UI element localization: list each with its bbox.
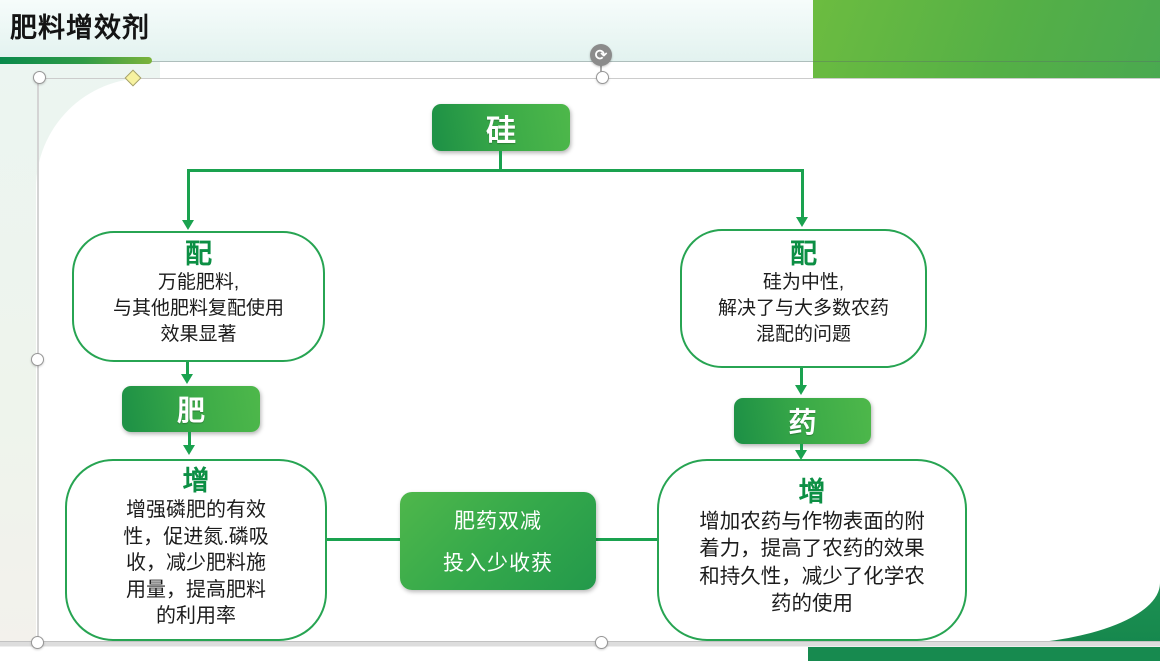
arrowhead-right-branch bbox=[796, 217, 808, 227]
title-underline-bar bbox=[0, 57, 152, 64]
arrowhead-yao-zeng bbox=[795, 450, 807, 460]
header-divider-line bbox=[0, 61, 1160, 62]
selection-handle-bottom-center[interactable] bbox=[595, 636, 608, 649]
arrowhead-left-branch bbox=[182, 220, 194, 230]
rotate-handle-icon[interactable]: ⟳ bbox=[590, 44, 612, 66]
shape-left-pei-title: 配 bbox=[185, 239, 212, 269]
slide-title[interactable]: 肥料增效剂 bbox=[10, 13, 150, 43]
grass-image-top-right bbox=[813, 0, 1160, 80]
selection-border-bottom bbox=[0, 641, 1160, 647]
shape-left-pei[interactable]: 配 万能肥料, 与其他肥料复配使用 效果显著 bbox=[72, 231, 325, 362]
shape-center-summary[interactable]: 肥药双减 投入少收获 bbox=[400, 492, 596, 590]
grass-image-bottom-band bbox=[808, 645, 1160, 661]
center-summary-line1: 肥药双减 bbox=[454, 509, 542, 533]
shape-pesticide-label: 药 bbox=[788, 407, 817, 438]
shape-left-zeng[interactable]: 增 增强磷肥的有效 性，促进氮.磷吸 收，减少肥料施 用量，提高肥料 的利用率 bbox=[65, 459, 327, 641]
connector-left-branch bbox=[187, 169, 190, 221]
shape-left-pei-body: 万能肥料, 与其他肥料复配使用 效果显著 bbox=[112, 272, 284, 346]
shape-right-zeng-body: 增加农药与作物表面的附 着力，提高了农药的效果 和持久性，减少了化学农 药的使用 bbox=[699, 510, 925, 615]
selection-handle-top-left[interactable] bbox=[33, 71, 46, 84]
shape-root-label: 硅 bbox=[486, 114, 516, 148]
connector-center-rightzeng bbox=[596, 538, 657, 541]
connector-branch-horizontal bbox=[187, 169, 804, 172]
shape-fertilizer-label: 肥 bbox=[176, 395, 205, 426]
shape-right-zeng[interactable]: 增 增加农药与作物表面的附 着力，提高了农药的效果 和持久性，减少了化学农 药的… bbox=[657, 459, 967, 641]
arrowhead-leftpei-fei bbox=[181, 374, 193, 384]
selection-handle-middle-left[interactable] bbox=[31, 353, 44, 366]
shape-right-pei-title: 配 bbox=[790, 239, 817, 269]
shape-pesticide[interactable]: 药 bbox=[734, 398, 871, 444]
connector-leftzeng-center bbox=[327, 538, 400, 541]
connector-fei-zeng bbox=[188, 432, 191, 446]
connector-root-stem bbox=[499, 151, 502, 170]
shape-right-pei[interactable]: 配 硅为中性, 解决了与大多数农药 混配的问题 bbox=[680, 229, 927, 368]
connector-leftpei-fei bbox=[186, 362, 189, 375]
arrowhead-rightpei-yao bbox=[795, 385, 807, 395]
arrowhead-fei-zeng bbox=[183, 445, 195, 455]
selection-handle-bottom-left[interactable] bbox=[31, 636, 44, 649]
shape-left-zeng-title: 增 bbox=[182, 466, 210, 496]
center-summary-line2: 投入少收获 bbox=[443, 552, 553, 576]
shape-root-silicon[interactable]: 硅 bbox=[432, 104, 570, 151]
shape-left-zeng-body: 增强磷肥的有效 性，促进氮.磷吸 收，减少肥料施 用量，提高肥料 的利用率 bbox=[123, 499, 269, 628]
shape-right-zeng-title: 增 bbox=[798, 477, 826, 507]
connector-rightpei-yao bbox=[800, 368, 803, 386]
shape-right-pei-body: 硅为中性, 解决了与大多数农药 混配的问题 bbox=[717, 272, 889, 346]
rotate-handle-stem bbox=[600, 65, 602, 75]
shape-fertilizer[interactable]: 肥 bbox=[122, 386, 260, 432]
connector-yao-zeng bbox=[800, 444, 803, 451]
connector-right-branch bbox=[801, 169, 804, 218]
selection-handle-top-center[interactable] bbox=[596, 71, 609, 84]
